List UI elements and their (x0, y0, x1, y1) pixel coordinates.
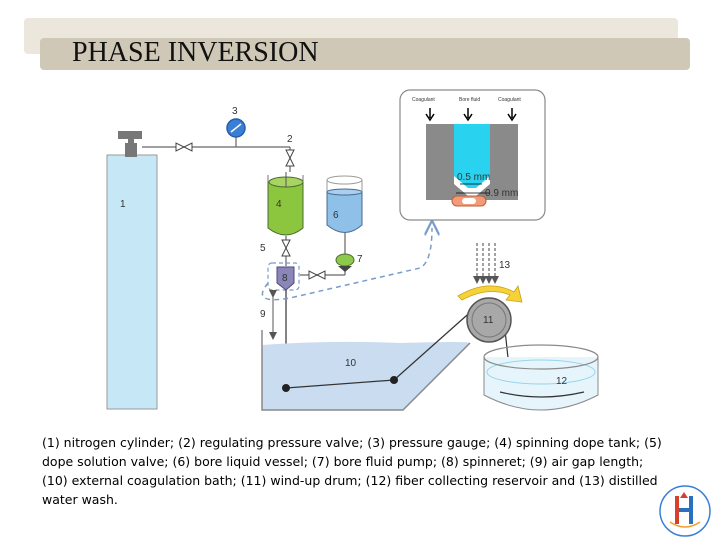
spinneret (267, 262, 300, 291)
wind-up-drum (466, 297, 512, 343)
inset-label-bore-fluid: Bore fluid (459, 97, 480, 103)
fiber-path (282, 307, 513, 396)
gas-line (142, 136, 295, 172)
institution-logo-icon (659, 485, 711, 537)
label-spinning-dope-tank: 4 (276, 199, 282, 210)
bore-liquid-vessel (326, 175, 363, 233)
label-bore-fluid-pump: 7 (357, 254, 363, 265)
label-distilled-water-wash: 13 (499, 260, 511, 271)
bore-fluid-pump (335, 253, 355, 272)
label-bore-liquid-vessel: 6 (333, 210, 339, 221)
label-air-gap: 9 (260, 309, 266, 320)
inset-label-coagulant-left: Coagulant (412, 97, 435, 103)
label-fiber-reservoir: 12 (556, 376, 568, 387)
spinneret-cross-section-inset: Coagulant Bore fluid Coagulant 0.5 mm 0.… (399, 89, 546, 221)
rotation-arrow-icon (457, 285, 523, 303)
external-coagulation-bath (261, 330, 471, 411)
label-coagulation-bath: 10 (345, 358, 357, 369)
spinning-dope-tank (267, 172, 304, 236)
inset-callout (261, 228, 432, 301)
label-pressure-gauge: 3 (232, 106, 238, 117)
label-regulating-pressure-valve: 2 (287, 134, 293, 145)
pressure-gauge (226, 118, 246, 138)
inset-inner-diameter: 0.5 mm (457, 172, 490, 183)
bore-fluid-line (300, 233, 346, 280)
inset-outer-diameter: 0.9 mm (485, 188, 518, 199)
label-spinneret: 8 (282, 273, 288, 284)
diagram-caption: (1) nitrogen cylinder; (2) regulating pr… (42, 435, 662, 507)
page-title: PHASE INVERSION (72, 37, 319, 68)
distilled-water-wash (473, 243, 499, 284)
label-wind-up-drum: 11 (483, 315, 494, 326)
nitrogen-cylinder (106, 131, 158, 410)
inset-label-coagulant-right: Coagulant (498, 97, 521, 103)
dope-line (281, 236, 291, 266)
title-bar (40, 38, 690, 70)
fiber-collecting-reservoir (483, 344, 599, 411)
label-dope-solution-valve: 5 (260, 243, 266, 254)
label-nitrogen-cylinder: 1 (120, 199, 126, 210)
